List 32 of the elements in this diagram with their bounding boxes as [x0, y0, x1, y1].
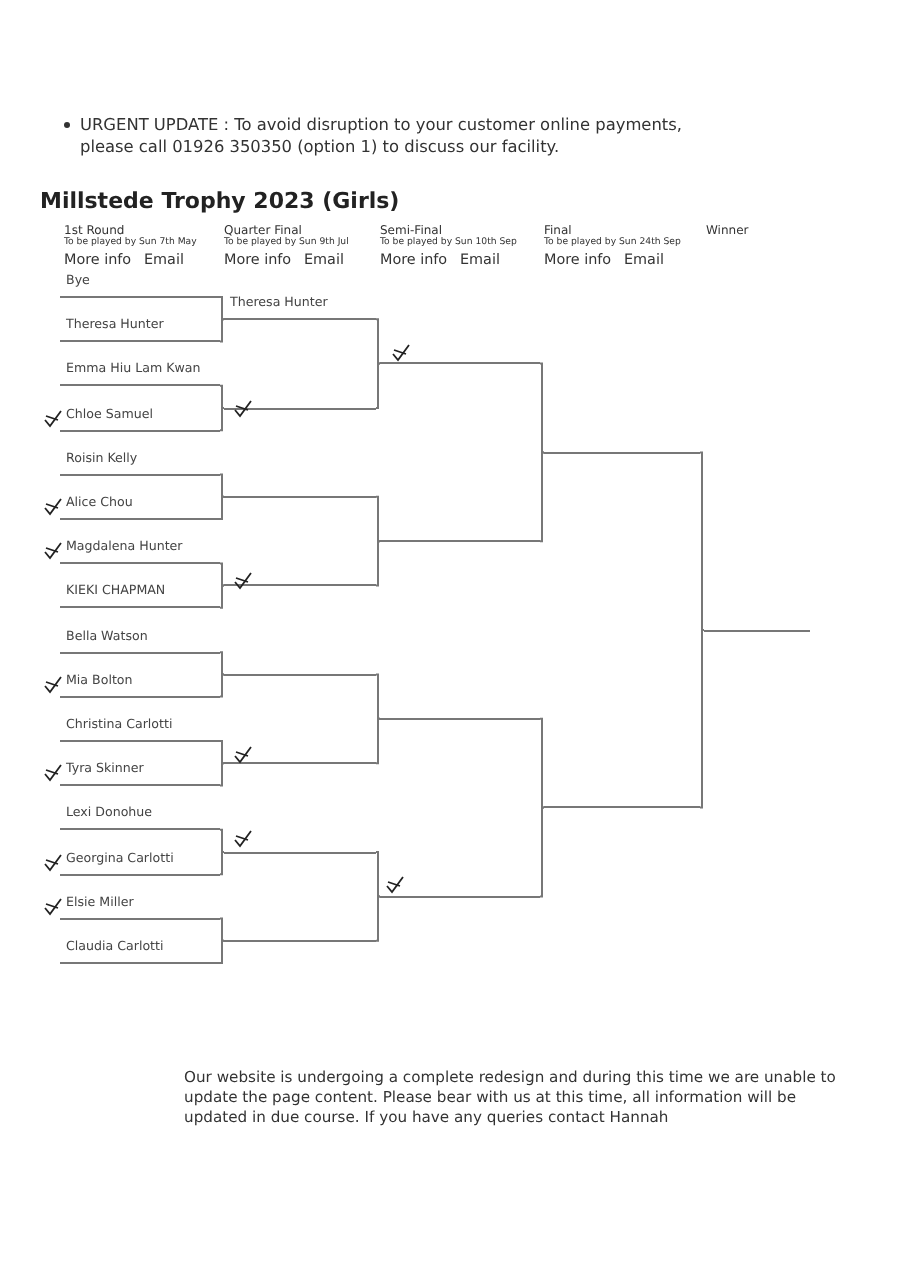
bracket-connector [219, 917, 225, 942]
notice-text: URGENT UPDATE : To avoid disruption to your customer online payments, please call 01926 350350 (option 1) to discuss our facility. [80, 114, 684, 157]
bracket-connector [375, 495, 381, 543]
bracket-connector [219, 384, 225, 409]
page-heading: Millstede Trophy 2023 (Girls) [40, 188, 400, 214]
bracket-connector [539, 717, 545, 809]
bracket-connector [539, 806, 545, 898]
bracket-connector [219, 828, 225, 853]
bracket-connector [219, 407, 225, 432]
bracket-connector [375, 362, 381, 409]
bracket-connector [375, 717, 381, 765]
bracket-connector [219, 318, 225, 343]
bracket-connector [375, 895, 381, 942]
bracket-connector [219, 673, 225, 698]
bracket-connector [219, 495, 225, 520]
bracket-connector [375, 851, 381, 898]
bracket-connector [219, 939, 225, 964]
bracket-connector [539, 362, 545, 454]
bracket-connector [699, 629, 705, 809]
bracket-connector [219, 584, 225, 609]
bracket-connector [219, 762, 225, 787]
bracket-connector [375, 540, 381, 587]
bracket-connector [219, 562, 225, 587]
bracket-connector [219, 651, 225, 676]
bracket-connector [219, 296, 225, 321]
bracket-connector [219, 740, 225, 765]
bracket-connector [375, 673, 381, 720]
bracket-connector [699, 451, 705, 631]
bracket-connector [219, 851, 225, 876]
bracket-connector [375, 318, 381, 365]
bracket-connector [539, 451, 545, 543]
bracket-connector [219, 473, 225, 498]
